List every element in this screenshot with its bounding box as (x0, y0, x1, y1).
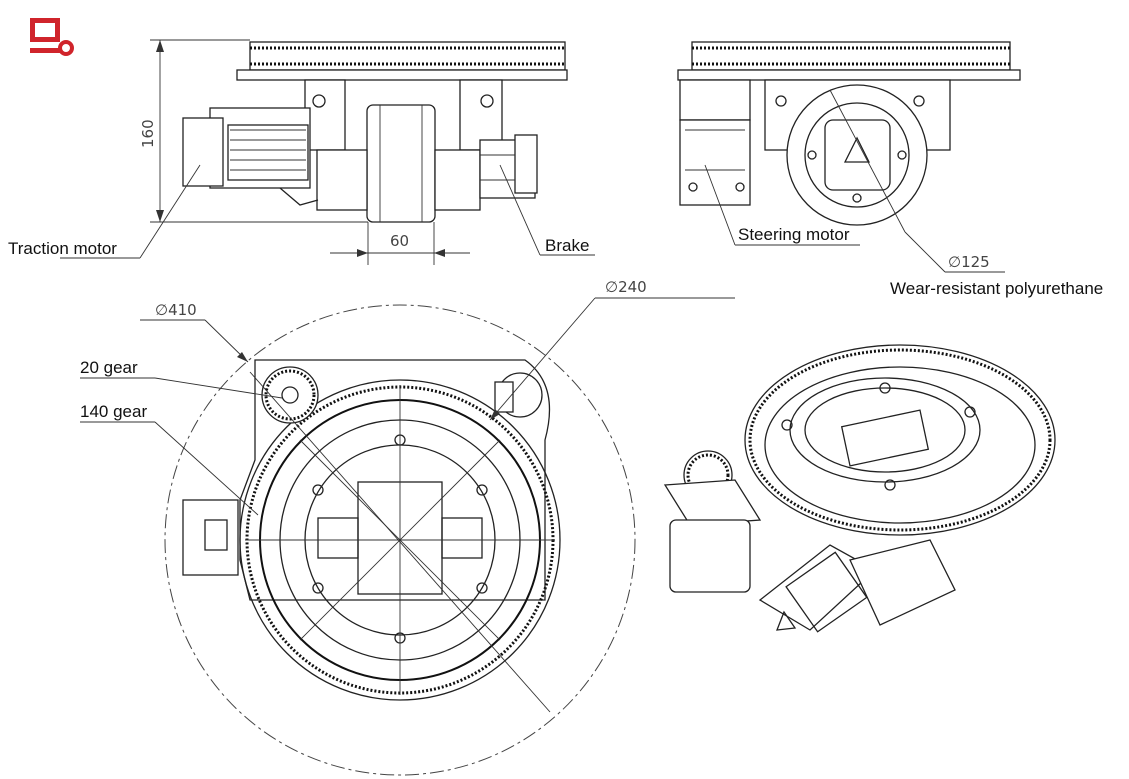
steering-motor-callout: Steering motor (704, 164, 860, 246)
brake-label: Brake (545, 236, 589, 255)
outer-diameter-value: ∅410 (155, 301, 197, 319)
side-view (182, 41, 568, 223)
steering-motor-label: Steering motor (738, 225, 850, 244)
wheel-width-dimension: 60 (330, 222, 470, 265)
brake-callout: Brake (499, 164, 595, 256)
wheel-diameter-dimension: ∅125 Wear-resistant polyurethane (890, 231, 1103, 298)
gear20-label: 20 gear (80, 358, 138, 377)
wear-resistant-label: Wear-resistant polyurethane (890, 279, 1103, 298)
wheel-width-value: 60 (390, 232, 409, 250)
front-view (677, 41, 1021, 233)
gear140-label: 140 gear (80, 402, 147, 421)
height-value: 160 (139, 119, 157, 148)
gear20-callout: 20 gear (80, 358, 283, 399)
ring-diameter-callout: ∅240 (489, 278, 735, 421)
traction-motor-label: Traction motor (8, 239, 117, 258)
ring-diameter-value: ∅240 (605, 278, 647, 296)
isometric-view (663, 344, 1056, 633)
traction-motor-callout: Traction motor (8, 164, 201, 259)
outer-diameter-callout: ∅410 (140, 301, 249, 363)
height-dimension: 160 (139, 39, 368, 223)
gear140-callout: 140 gear (80, 402, 259, 516)
top-view (164, 304, 636, 776)
wheel-diameter-value: ∅125 (948, 253, 990, 271)
brand-logo (30, 18, 74, 56)
